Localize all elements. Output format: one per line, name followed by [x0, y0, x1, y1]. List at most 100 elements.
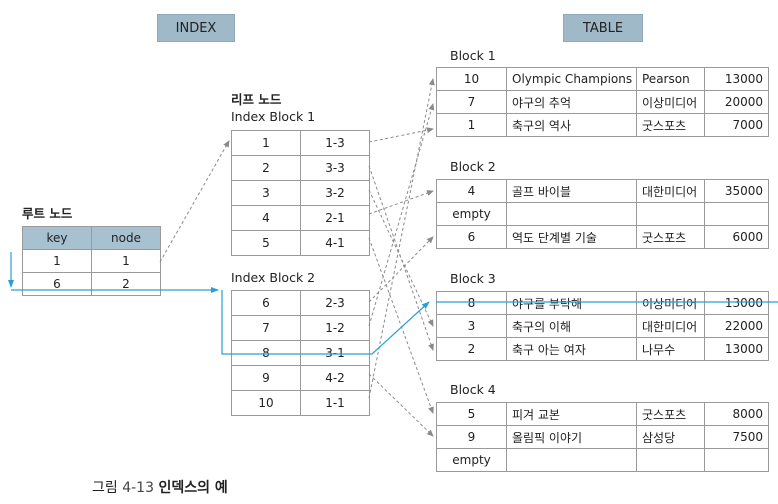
record-key: 8 — [436, 291, 507, 315]
pointer-arrow — [368, 165, 434, 351]
record-price: 6000 — [704, 225, 769, 249]
record-row: empty — [436, 202, 769, 226]
record-price: 22000 — [704, 314, 769, 338]
root-node: 2 — [91, 272, 161, 296]
pointer-arrow — [159, 140, 230, 263]
record-key: 5 — [436, 402, 507, 426]
index-key: 6 — [231, 290, 301, 316]
root-key: 1 — [22, 249, 92, 273]
index-tag-label: INDEX — [175, 20, 217, 36]
root-table: key node 1 1 6 2 — [22, 226, 161, 296]
record-row: empty — [436, 448, 769, 472]
record-key: 9 — [436, 425, 507, 449]
index-pointer: 3-3 — [300, 155, 370, 181]
index-pointer: 2-1 — [300, 205, 370, 231]
block-2-title: Block 2 — [450, 159, 496, 174]
record-publisher — [636, 448, 705, 472]
record-title: Olympic Champions — [506, 67, 637, 91]
pointer-arrow — [368, 78, 435, 399]
pointer-arrow — [368, 373, 434, 437]
record-title — [506, 202, 637, 226]
record-title: 야구의 추억 — [506, 90, 637, 114]
record-publisher: Pearson — [636, 67, 705, 91]
record-publisher: 삼성당 — [636, 425, 705, 449]
pointer-arrow — [368, 103, 435, 327]
index-key: 1 — [231, 130, 301, 156]
record-publisher: 대한미디어 — [636, 314, 705, 338]
record-price — [704, 202, 769, 226]
index-pointer: 3-2 — [300, 180, 370, 206]
index-key: 10 — [231, 390, 301, 416]
root-node-title: 루트 노드 — [22, 206, 73, 221]
table-tag: TABLE — [563, 14, 643, 42]
index-key: 5 — [231, 230, 301, 256]
record-title — [506, 448, 637, 472]
root-header-key: key — [22, 226, 92, 250]
record-publisher: 굿스포츠 — [636, 402, 705, 426]
record-price: 8000 — [704, 402, 769, 426]
record-publisher: 대한미디어 — [636, 179, 705, 203]
index-key: 4 — [231, 205, 301, 231]
record-key: 1 — [436, 113, 507, 137]
record-key: 6 — [436, 225, 507, 249]
root-node: 1 — [91, 249, 161, 273]
pointer-arrow — [368, 237, 434, 414]
record-price: 13000 — [704, 67, 769, 91]
root-row: 1 1 — [22, 249, 161, 273]
leaf-node-title: 리프 노드 — [231, 92, 282, 107]
index-pointer: 1-2 — [300, 315, 370, 341]
record-title: 축구의 역사 — [506, 113, 637, 137]
record-title: 올림픽 이야기 — [506, 425, 637, 449]
index-pointer: 4-2 — [300, 365, 370, 391]
record-price: 7500 — [704, 425, 769, 449]
index-pointer: 1-3 — [300, 130, 370, 156]
pointer-arrow — [368, 190, 434, 215]
record-publisher: 굿스포츠 — [636, 225, 705, 249]
record-publisher: 나무수 — [636, 337, 705, 361]
record-key: 10 — [436, 67, 507, 91]
root-header-node: node — [91, 226, 161, 250]
record-key: 3 — [436, 314, 507, 338]
index-tag: INDEX — [157, 14, 235, 42]
root-header-row: key node — [22, 226, 161, 250]
root-row: 6 2 — [22, 272, 161, 296]
record-key: empty — [436, 448, 507, 472]
record-title: 역도 단계별 기술 — [506, 225, 637, 249]
index-pointer: 2-3 — [300, 290, 370, 316]
pointer-arrow — [368, 189, 434, 327]
record-price: 13000 — [704, 291, 769, 315]
index-block-1-title: Index Block 1 — [231, 109, 316, 124]
record-title: 피겨 교본 — [506, 402, 637, 426]
record-title: 야구를 부탁해 — [506, 291, 637, 315]
record-publisher: 이상미디어 — [636, 90, 705, 114]
index-key: 3 — [231, 180, 301, 206]
record-publisher — [636, 202, 705, 226]
caption-title: 인덱스의 예 — [158, 480, 228, 496]
record-price: 7000 — [704, 113, 769, 137]
index-key: 8 — [231, 340, 301, 366]
pointer-arrow — [368, 127, 434, 143]
root-key: 6 — [22, 272, 92, 296]
caption-number: 4-13 — [122, 480, 154, 496]
record-publisher: 굿스포츠 — [636, 113, 705, 137]
